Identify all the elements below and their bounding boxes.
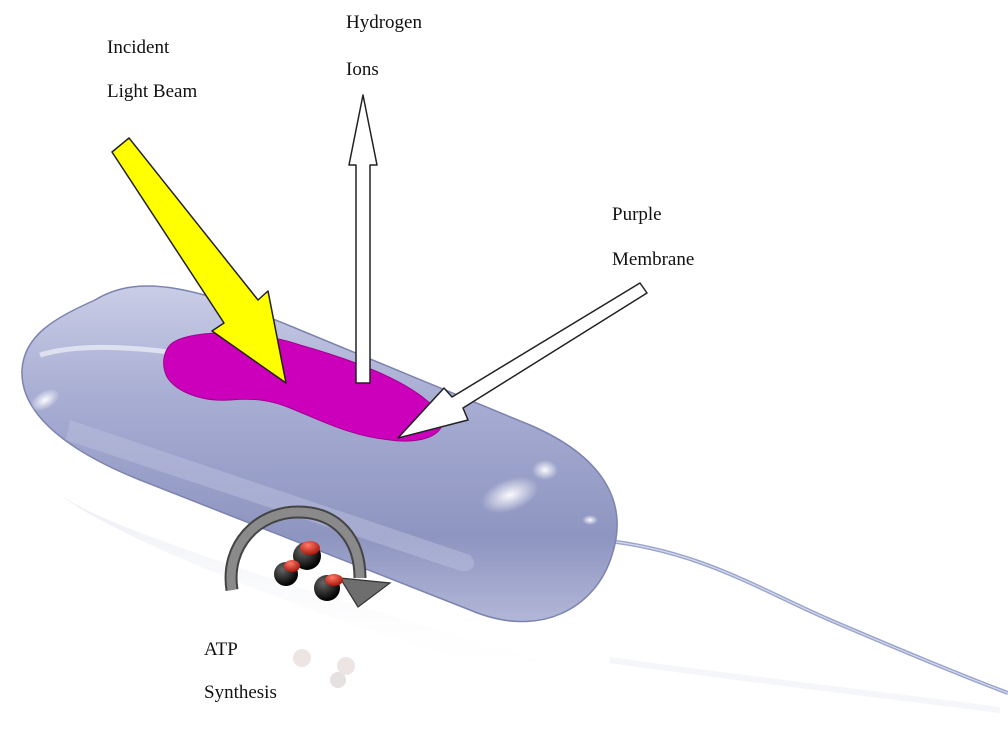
incident-light-label-line2: Light Beam (107, 82, 197, 101)
purple-membrane-label-line2: Membrane (612, 250, 694, 269)
hydrogen-ion-arrow (349, 95, 377, 383)
incident-light-label: Incident (107, 38, 169, 57)
atp-reflection (293, 649, 355, 688)
hydrogen-ions-label-line2: Ions (346, 60, 379, 79)
cell-body (22, 286, 617, 622)
atp-synthesis-label-line2: Synthesis (204, 683, 277, 702)
purple-membrane-label: Purple (612, 205, 662, 224)
atp-synthesis-label: ATP (204, 640, 238, 659)
hydrogen-ions-label: Hydrogen (346, 13, 422, 32)
membrane-pointer-arrow (398, 283, 647, 438)
